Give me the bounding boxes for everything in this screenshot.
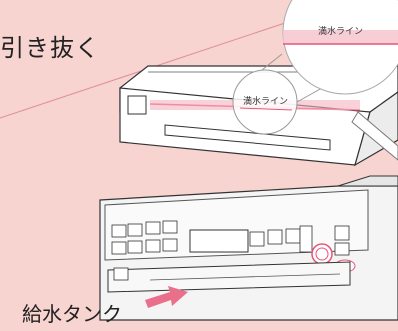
insert-arrow-icon — [145, 286, 188, 308]
instruction-heading: 引き抜く — [0, 34, 100, 62]
oven-appliance — [99, 175, 398, 321]
water-tank-label: 給水タンク — [22, 302, 122, 326]
water-line-label-zoom: 満水ライン — [318, 25, 363, 37]
water-line-label-tank: 満水ライン — [243, 95, 288, 107]
